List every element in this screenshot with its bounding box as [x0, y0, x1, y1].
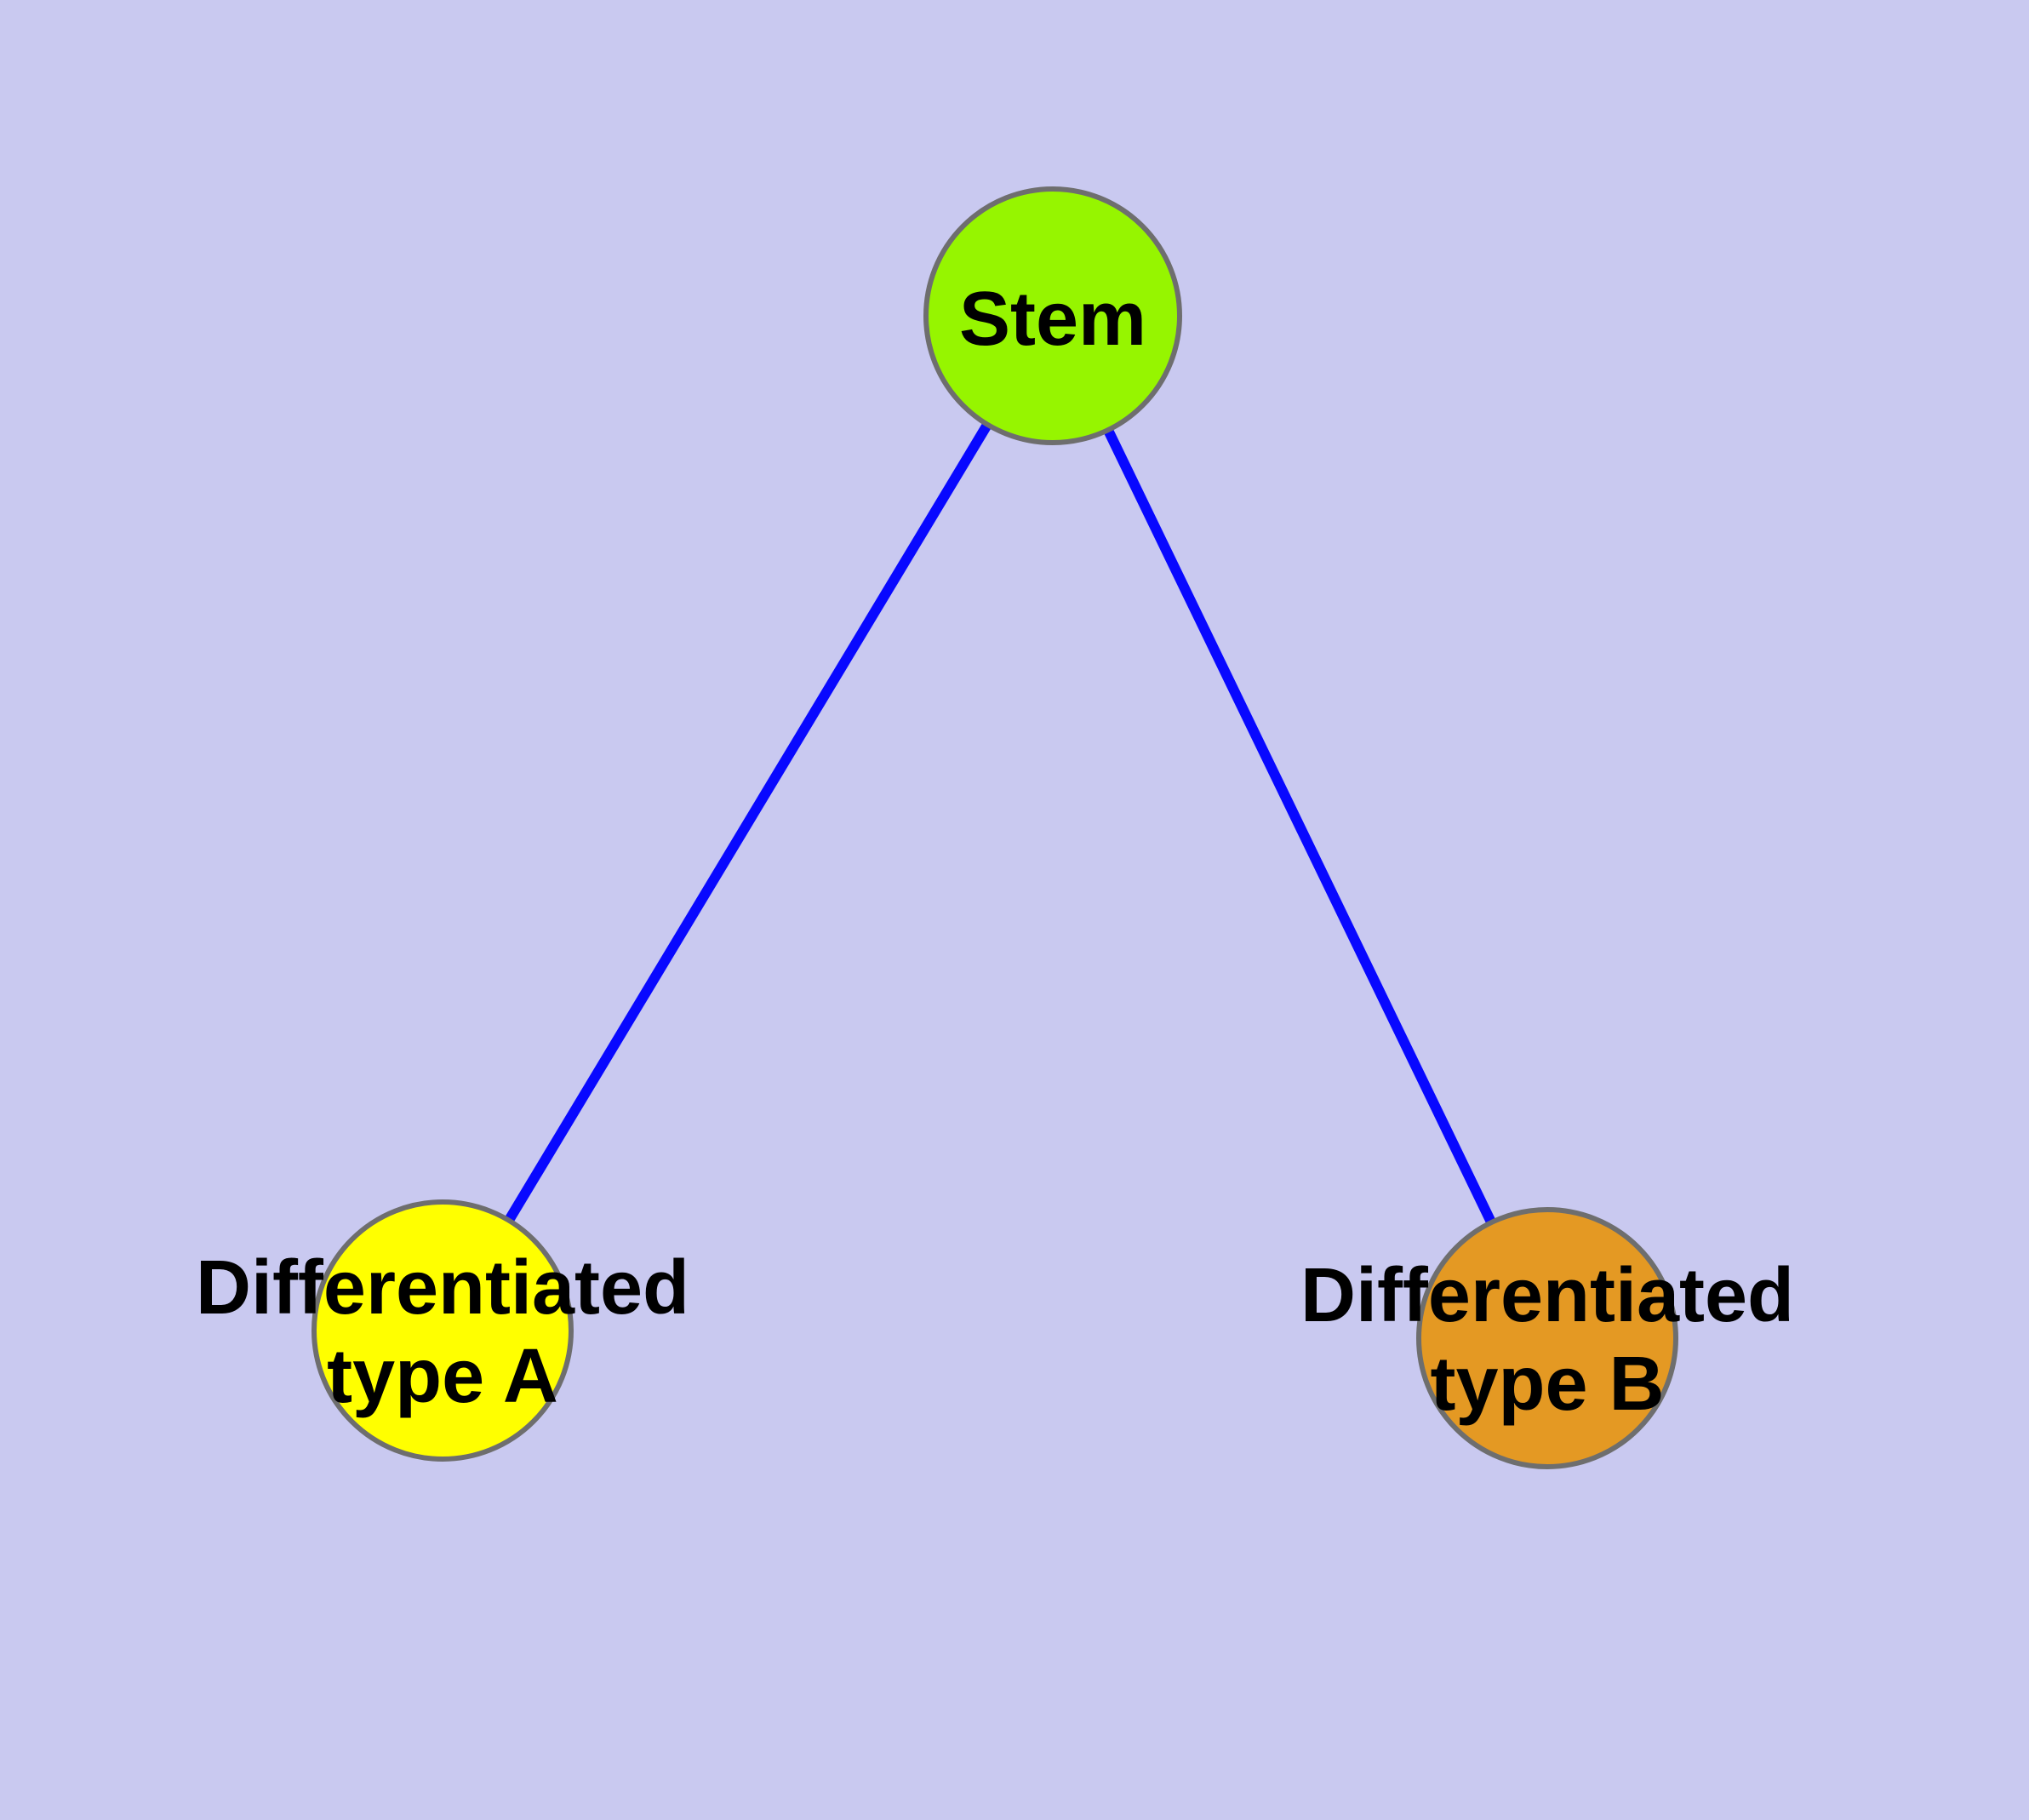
node-stem [923, 186, 1182, 445]
edge-stem-to-type-a [437, 312, 1058, 1334]
node-differentiated-type-a [311, 1199, 574, 1462]
node-type-b-label-line1: Differentiated [1300, 1253, 1794, 1338]
edge-stem-to-type-b [1048, 313, 1552, 1341]
node-differentiated-type-b [1416, 1207, 1678, 1469]
node-type-a-label-line2: type A [327, 1334, 558, 1419]
node-type-a-label-line1: Differentiated [196, 1245, 689, 1331]
node-type-b-label-line2: type B [1430, 1342, 1664, 1427]
node-stem-label: Stem [959, 277, 1146, 362]
